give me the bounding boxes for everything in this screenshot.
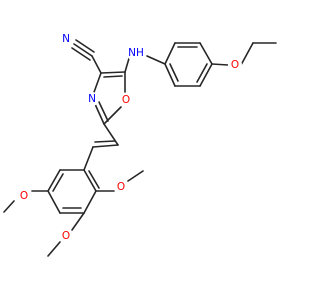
bond-vinyl-aryl [83, 146, 94, 171]
bond-ar1-a [164, 42, 176, 65]
bond-c2-vinyl [103, 123, 119, 146]
bond-nitrile-c4 [91, 55, 102, 74]
bond-ar2-e [47, 169, 61, 192]
bond-vinyl-double-2 [94, 140, 116, 143]
bond-o-ch2 [240, 42, 254, 66]
atom-label-layer: N NH O N O O O O [17, 32, 242, 243]
bond-ar1-f [164, 63, 176, 87]
atom-nh-amine: NH [127, 44, 145, 62]
bond-c4-c5 [100, 71, 126, 74]
atom-o-methoxy-left: O [17, 189, 31, 203]
bond-ar2-e-double [52, 173, 64, 192]
bond-layer [3, 39, 277, 257]
bond-ar1-f-double [169, 63, 179, 82]
bond-c2-o1 [103, 106, 122, 125]
bond-n3-c2-double [98, 101, 109, 122]
atom-label: NH [128, 47, 144, 59]
atom-o-ethoxy: O [228, 58, 242, 72]
bond-ar2-ome-bottom [71, 212, 85, 231]
atom-n-nitrile: N [59, 32, 73, 46]
atom-o-methoxy-right: O [114, 180, 128, 194]
bond-nitrile-triple-b [71, 47, 91, 61]
bond-ar2-b [83, 190, 97, 214]
bond-ar1-o [211, 63, 229, 66]
bond-ar1-c [199, 42, 213, 65]
bond-nh-aryl [146, 55, 166, 65]
bond-c4-n3 [92, 72, 102, 96]
atom-label: O [122, 94, 130, 106]
bond-vinyl-double [92, 144, 119, 148]
bond-ome-bottom-ch3 [47, 241, 61, 257]
atom-label: N [88, 93, 96, 105]
bond-n3-c2 [94, 103, 105, 125]
bond-ar1-d-double [196, 63, 208, 83]
bond-nitrile-triple-a [73, 43, 93, 57]
atom-o-oxazole: O [119, 93, 133, 107]
atom-n-oxazole: N [85, 92, 99, 106]
atom-o-methoxy-bottom: O [59, 229, 73, 243]
bond-ome-right-ch3 [127, 170, 144, 182]
atom-label: O [117, 181, 125, 193]
atom-label: N [62, 33, 70, 45]
bond-nitrile-triple-c [75, 39, 95, 53]
bond-ar1-d [199, 63, 213, 87]
bond-ar2-d [47, 190, 61, 214]
atom-label: O [62, 230, 70, 242]
molecule-diagram: N NH O N O O O O [3, 32, 277, 257]
bond-c4-c5-double [103, 75, 123, 78]
bond-ar2-a [83, 169, 97, 192]
atom-label: O [20, 190, 28, 202]
atom-label: O [231, 59, 239, 71]
bond-ome-left-ch3 [3, 200, 15, 213]
bond-ar2-a-double [88, 170, 100, 189]
